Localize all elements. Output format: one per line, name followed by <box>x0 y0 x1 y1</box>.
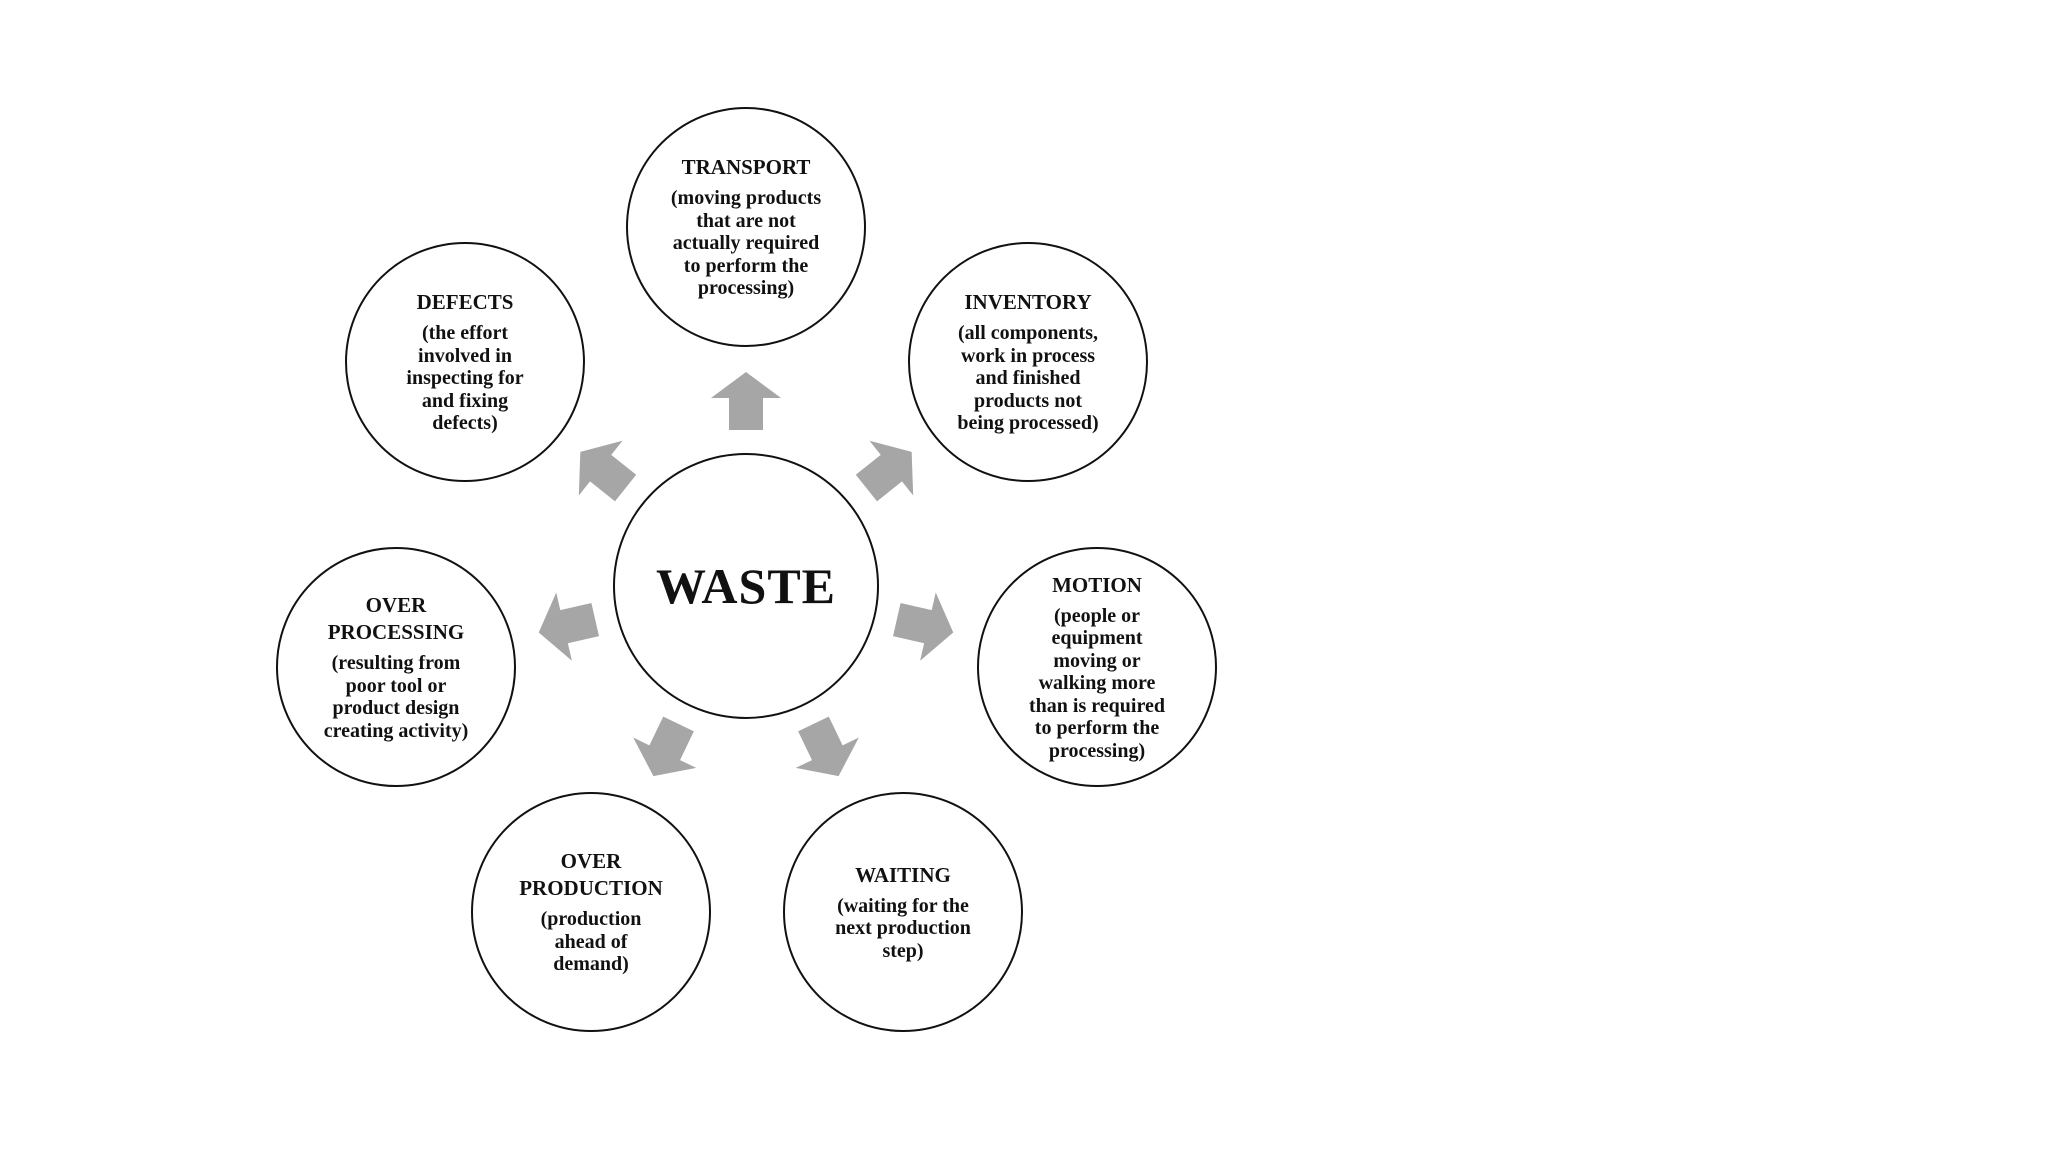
node-desc-inventory: (all components, work in process and fin… <box>957 322 1099 435</box>
arrow-to-over-production <box>622 709 710 792</box>
node-title-transport: TRANSPORT <box>681 155 811 180</box>
node-desc-defects: (the effort involved in inspecting for a… <box>406 322 524 435</box>
node-title-waiting: WAITING <box>855 862 951 887</box>
node-motion: MOTION (people or equipment moving or wa… <box>977 547 1217 787</box>
arrow-to-defects <box>559 425 648 516</box>
arrow-to-inventory <box>845 425 934 516</box>
node-title-defects: DEFECTS <box>416 290 514 315</box>
node-inventory: INVENTORY (all components, work in proce… <box>908 242 1148 482</box>
arrow-to-motion <box>889 585 961 666</box>
node-title-over-production: OVER PRODUCTION <box>519 849 663 901</box>
node-waiting: WAITING (waiting for the next production… <box>783 792 1023 1032</box>
arrow-to-waiting <box>782 709 870 792</box>
arrow-to-transport <box>711 372 781 430</box>
node-over-production: OVER PRODUCTION (production ahead of dem… <box>471 792 711 1032</box>
node-desc-transport: (moving products that are not actually r… <box>670 187 822 300</box>
node-title-motion: MOTION <box>1052 572 1142 597</box>
node-desc-waiting: (waiting for the next production step) <box>835 894 971 962</box>
node-defects: DEFECTS (the effort involved in inspecti… <box>345 242 585 482</box>
node-title-inventory: INVENTORY <box>964 290 1092 315</box>
arrow-to-over-processing <box>531 585 603 666</box>
waste-center-circle: WASTE <box>613 453 879 719</box>
node-transport: TRANSPORT (moving products that are not … <box>626 107 866 347</box>
node-desc-over-processing: (resulting from poor tool or product des… <box>323 652 469 742</box>
node-desc-motion: (people or equipment moving or walking m… <box>1029 604 1165 762</box>
node-desc-over-production: (production ahead of demand) <box>540 908 642 976</box>
node-over-processing: OVER PROCESSING (resulting from poor too… <box>276 547 516 787</box>
node-title-over-processing: OVER PROCESSING <box>327 593 465 644</box>
waste-center-label: WASTE <box>655 558 837 614</box>
